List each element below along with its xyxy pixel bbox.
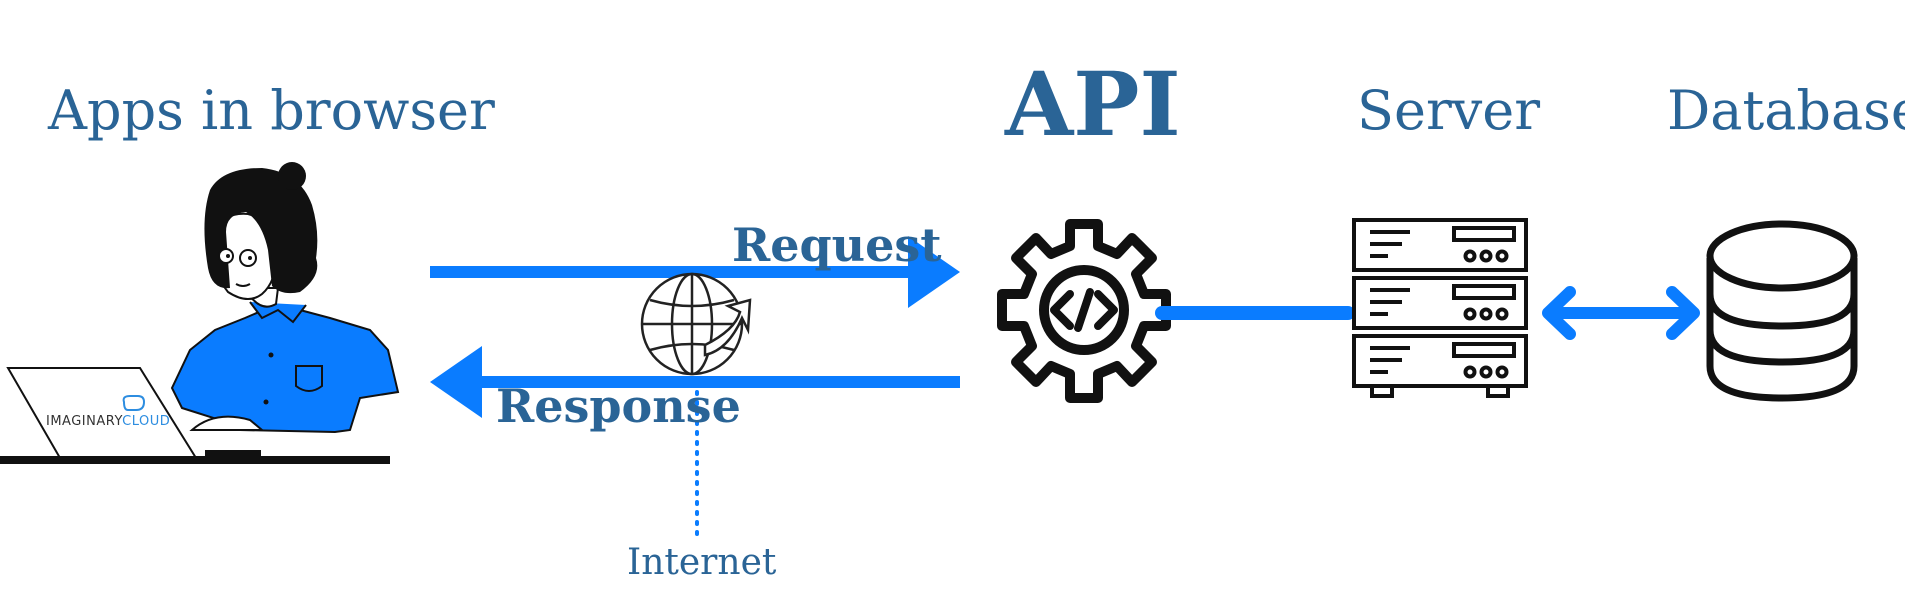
person-at-laptop-icon — [0, 162, 400, 464]
logo-text: IMAGINARYCLOUD — [46, 414, 170, 429]
logo-text-part2: CLOUD — [122, 414, 171, 429]
globe-icon — [640, 272, 752, 376]
api-gear-icon — [997, 219, 1171, 403]
internet-label: Internet — [627, 542, 777, 583]
logo-text-part1: IMAGINARY — [46, 414, 123, 429]
database-label: Database — [1667, 79, 1905, 142]
response-arrow — [430, 346, 960, 418]
request-arrow — [430, 236, 960, 308]
api-label: API — [1005, 52, 1181, 156]
server-rack-icon — [1352, 218, 1528, 398]
apps-in-browser-label: Apps in browser — [48, 79, 495, 142]
server-database-arrow — [1542, 286, 1700, 340]
server-label: Server — [1357, 79, 1541, 142]
request-label: Request — [732, 218, 942, 272]
response-label: Response — [496, 379, 741, 433]
database-icon — [1706, 220, 1858, 402]
